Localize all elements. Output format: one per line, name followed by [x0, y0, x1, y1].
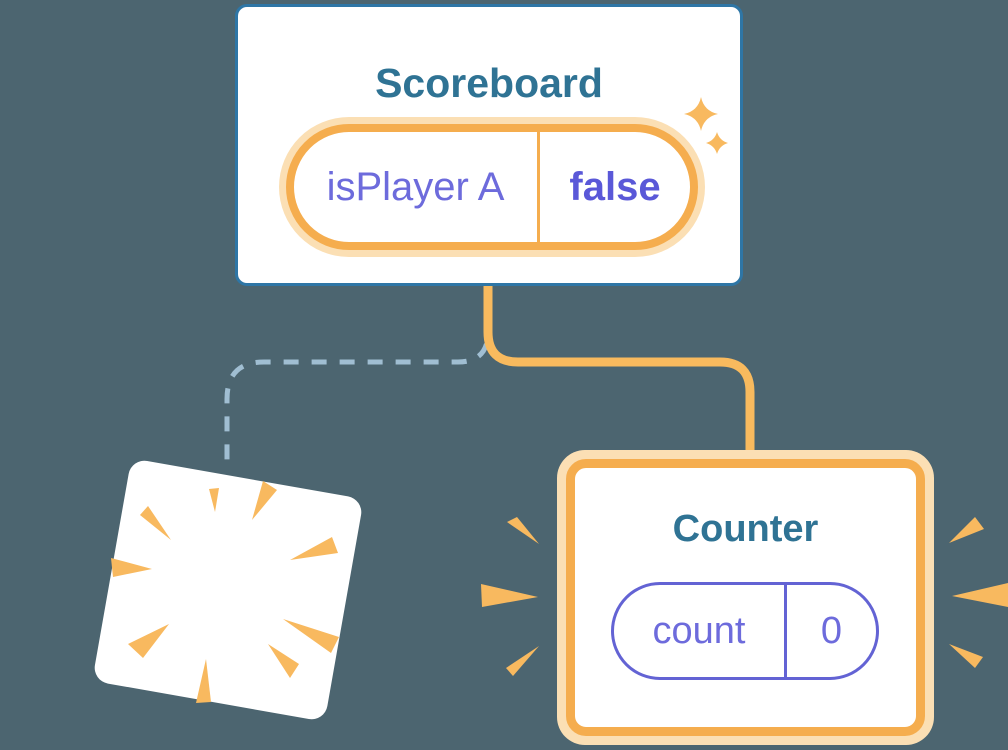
state-name-label: isPlayer A	[326, 164, 505, 209]
emphasis-marks-icon	[949, 517, 1008, 668]
state-name-label: count	[652, 609, 746, 652]
state-value-label: false	[569, 164, 661, 209]
state-value-label: 0	[820, 609, 843, 652]
connector-destroyed-dashed	[224, 316, 491, 461]
destroyed-card	[92, 458, 364, 722]
counter-title: Counter	[672, 508, 819, 550]
scoreboard-state-pill: isPlayer A false	[286, 124, 698, 250]
counter-card: Counter count 0	[557, 450, 934, 745]
scoreboard-card: Scoreboard isPlayer A false	[235, 4, 743, 286]
scoreboard-title: Scoreboard	[375, 60, 603, 106]
pill-divider	[537, 132, 540, 242]
counter-card-inner: Counter count 0	[566, 459, 925, 736]
emphasis-marks-icon	[481, 517, 539, 676]
connector-preserved-solid	[483, 284, 755, 470]
pill-divider	[784, 585, 787, 677]
counter-state-pill: count 0	[611, 582, 879, 680]
